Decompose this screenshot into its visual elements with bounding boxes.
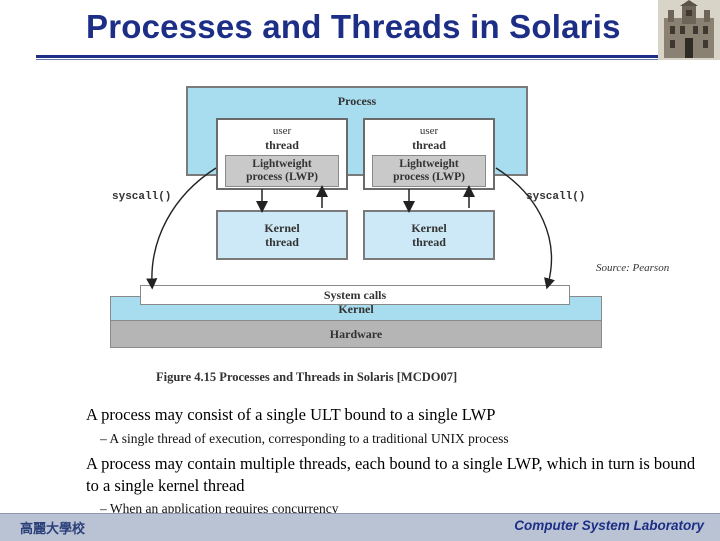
sub-bullet-1: – A single thread of execution, correspo… <box>100 431 509 446</box>
diagram-arrows <box>146 167 555 290</box>
figure-caption: Figure 4.15 Processes and Threads in Sol… <box>156 370 458 384</box>
footer-bar: 高麗大學校 Computer System Laboratory <box>0 513 720 541</box>
footer-lab-name: Computer System Laboratory <box>514 518 704 533</box>
title-underline-thin <box>36 59 688 60</box>
footer-university-name: 高麗大學校 <box>20 522 86 537</box>
system-calls-bar: System calls <box>140 285 570 305</box>
bullet-1-text: A process may consist of a single ULT bo… <box>86 405 496 424</box>
source-note: Source: Pearson <box>596 262 670 274</box>
arrow-syscall-right <box>495 167 555 290</box>
arrow-syscall-left <box>146 167 217 290</box>
bullet-2: A process may contain multiple threads, … <box>70 453 700 497</box>
title-underline <box>36 55 688 58</box>
bullet-2-text: A process may contain multiple threads, … <box>86 454 696 495</box>
university-logo-icon <box>658 0 720 60</box>
bullet-1: A process may consist of a single ULT bo… <box>70 404 690 426</box>
sub-bullet-2: – When an application requires concurren… <box>100 501 339 516</box>
syscall-label-left: syscall() <box>112 191 172 203</box>
syscall-label-right: syscall() <box>526 191 586 203</box>
hardware-layer: Hardware <box>110 320 602 348</box>
slide-title: Processes and Threads in Solaris <box>86 8 621 45</box>
